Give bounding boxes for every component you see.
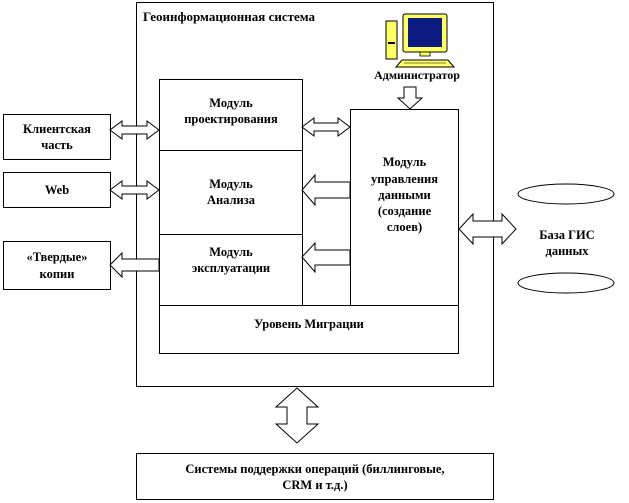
web-label: Web xyxy=(44,182,70,197)
database-top-ellipse xyxy=(517,183,615,205)
data-analysis-arrow xyxy=(301,173,351,207)
client-part-box xyxy=(3,114,111,160)
data-database-double-arrow xyxy=(458,212,517,246)
module-exploitation-label: Модуль эксплуатации xyxy=(191,244,271,275)
design-data-double-arrow xyxy=(301,117,351,137)
admin-down-arrow xyxy=(396,86,424,110)
module-analysis-box xyxy=(159,150,303,235)
module-analysis-label: Модуль Анализа xyxy=(206,176,256,207)
web-box xyxy=(3,172,111,208)
hard-copies-box xyxy=(3,241,111,290)
computer-icon xyxy=(385,13,456,68)
data-exploitation-arrow xyxy=(301,241,351,274)
database-bottom-ellipse xyxy=(517,272,615,294)
client-design-double-arrow xyxy=(109,120,160,140)
system-title: Геоинформационная система xyxy=(143,8,316,24)
client-part-label: Клиентская часть xyxy=(23,121,91,152)
module-exploitation-box xyxy=(159,234,303,306)
system-operations-double-arrow xyxy=(274,387,320,444)
module-design-box xyxy=(159,79,303,151)
admin-label: Администратор xyxy=(374,68,460,83)
web-analysis-double-arrow xyxy=(109,180,160,200)
data-management-label: Модуль управления данными (создание слое… xyxy=(371,155,438,235)
migration-level-label: Уровень Миграции xyxy=(254,316,364,331)
module-design-label: Модуль проектирования xyxy=(184,95,278,126)
exploitation-hardcopy-arrow xyxy=(109,251,160,279)
migration-level-box xyxy=(159,305,459,354)
operations-label: Системы поддержки операций (биллинговые,… xyxy=(185,461,445,492)
operations-box xyxy=(136,453,494,500)
data-management-box xyxy=(350,109,459,306)
database-label: База ГИС данных xyxy=(539,227,595,258)
hard-copies-label: «Твердые» копии xyxy=(26,250,88,281)
